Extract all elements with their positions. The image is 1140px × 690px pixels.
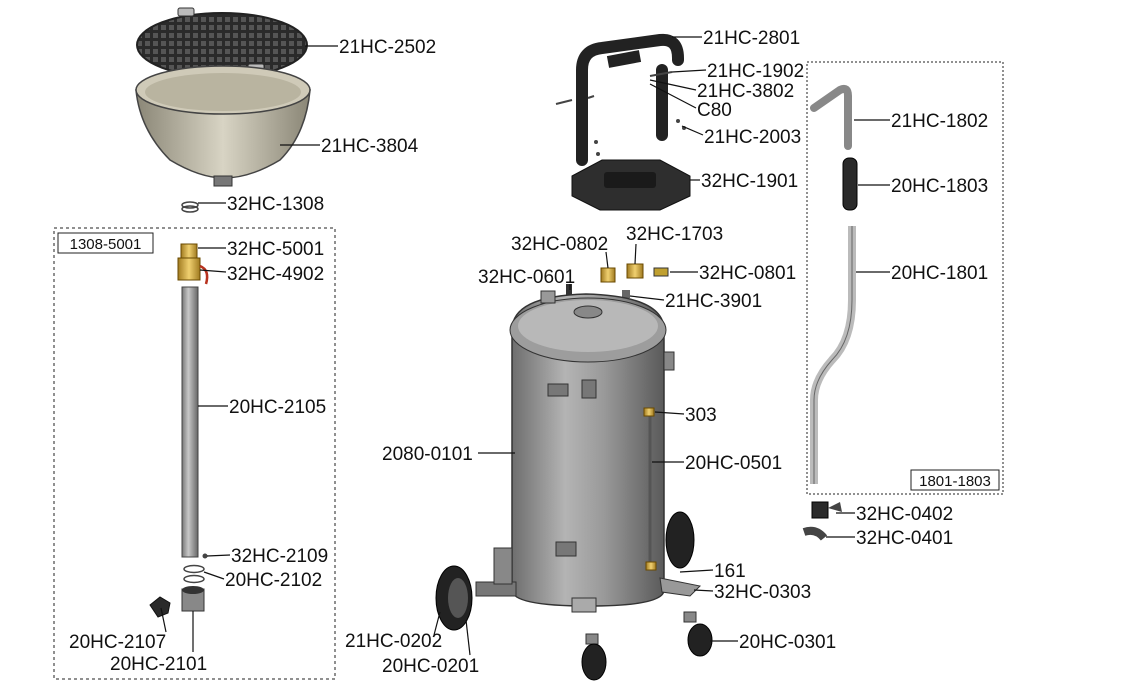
caster-front-part xyxy=(581,633,607,681)
label-161: 161 xyxy=(714,561,746,582)
small-pin-part xyxy=(202,553,208,559)
funnel-bowl-part xyxy=(135,65,311,187)
label-21hc-3804: 21HC-3804 xyxy=(321,136,419,157)
drain-clamp-part xyxy=(181,201,199,213)
label-32hc-0601: 32HC-0601 xyxy=(478,267,575,288)
cart-base-part xyxy=(475,547,702,613)
handle-part xyxy=(576,33,684,166)
elbow-fitting-part xyxy=(802,526,828,541)
suction-tube-edge xyxy=(813,226,853,484)
label-32hc-0801: 32HC-0801 xyxy=(699,263,796,284)
label-32hc-1703: 32HC-1703 xyxy=(626,224,723,245)
o-ring-pair-part xyxy=(183,564,205,584)
label-20hc-2105: 20HC-2105 xyxy=(229,397,326,418)
label-2080-0101: 2080-0101 xyxy=(382,444,473,465)
caster-right-part xyxy=(683,611,713,657)
label-21hc-1802: 21HC-1802 xyxy=(891,111,988,132)
label-32hc-0401: 32HC-0401 xyxy=(856,528,953,549)
hose-kit-group-label: 1801-1803 xyxy=(919,473,991,490)
label-21hc-2003: 21HC-2003 xyxy=(704,127,801,148)
bent-tube-part xyxy=(810,84,852,150)
suction-tube-part xyxy=(810,226,856,484)
label-20hc-0201: 20HC-0201 xyxy=(382,656,479,677)
label-32hc-4902: 32HC-4902 xyxy=(227,264,324,285)
label-20hc-2102: 20HC-2102 xyxy=(225,570,322,591)
label-32hc-5001: 32HC-5001 xyxy=(227,239,324,260)
label-20hc-0301: 20HC-0301 xyxy=(739,632,836,653)
label-21hc-2801: 21HC-2801 xyxy=(703,28,800,49)
wheel-left-part xyxy=(435,565,473,631)
drain-kit-group-tag xyxy=(57,232,154,254)
drain-knob-part xyxy=(149,596,171,618)
part-labels: 21HC-2502 21HC-3804 32HC-1308 32HC-5001 … xyxy=(69,28,988,677)
label-20hc-1801: 20HC-1801 xyxy=(891,263,988,284)
drain-nut-part xyxy=(181,586,205,612)
drain-tube-part xyxy=(181,286,199,558)
label-20hc-2101: 20HC-2101 xyxy=(110,654,207,675)
label-32hc-0303: 32HC-0303 xyxy=(714,582,811,603)
label-21hc-2502: 21HC-2502 xyxy=(339,37,436,58)
hose-grip-part xyxy=(842,157,858,211)
hose-kit-group-box xyxy=(806,61,1004,495)
drain-kit-group-label: 1308-5001 xyxy=(70,236,142,253)
label-20hc-2107: 20HC-2107 xyxy=(69,632,166,653)
funnel-lid-part xyxy=(136,7,308,78)
label-32hc-1308: 32HC-1308 xyxy=(227,194,324,215)
label-20hc-0501: 20HC-0501 xyxy=(685,453,782,474)
hose-coupler-part xyxy=(811,501,842,519)
label-21hc-1902: 21HC-1902 xyxy=(707,61,804,82)
label-21hc-0202: 21HC-0202 xyxy=(345,631,442,652)
label-c80: C80 xyxy=(697,100,732,121)
label-32hc-1901: 32HC-1901 xyxy=(701,171,798,192)
wheel-right-part xyxy=(665,511,695,569)
label-21hc-3901: 21HC-3901 xyxy=(665,291,762,312)
drain-kit-group-box xyxy=(53,227,336,680)
leader-lines xyxy=(160,36,890,656)
label-32hc-0402: 32HC-0402 xyxy=(856,504,953,525)
brass-valve-part xyxy=(177,243,209,285)
level-tube-part xyxy=(643,407,657,571)
label-20hc-1803: 20HC-1803 xyxy=(891,176,988,197)
label-303: 303 xyxy=(685,405,717,426)
handle-bracket-part xyxy=(571,159,691,211)
label-21hc-3802: 21HC-3802 xyxy=(697,81,794,102)
hose-kit-group-tag xyxy=(910,469,1000,491)
tank-part xyxy=(509,290,675,607)
label-32hc-2109: 32HC-2109 xyxy=(231,546,328,567)
label-32hc-0802: 32HC-0802 xyxy=(511,234,608,255)
